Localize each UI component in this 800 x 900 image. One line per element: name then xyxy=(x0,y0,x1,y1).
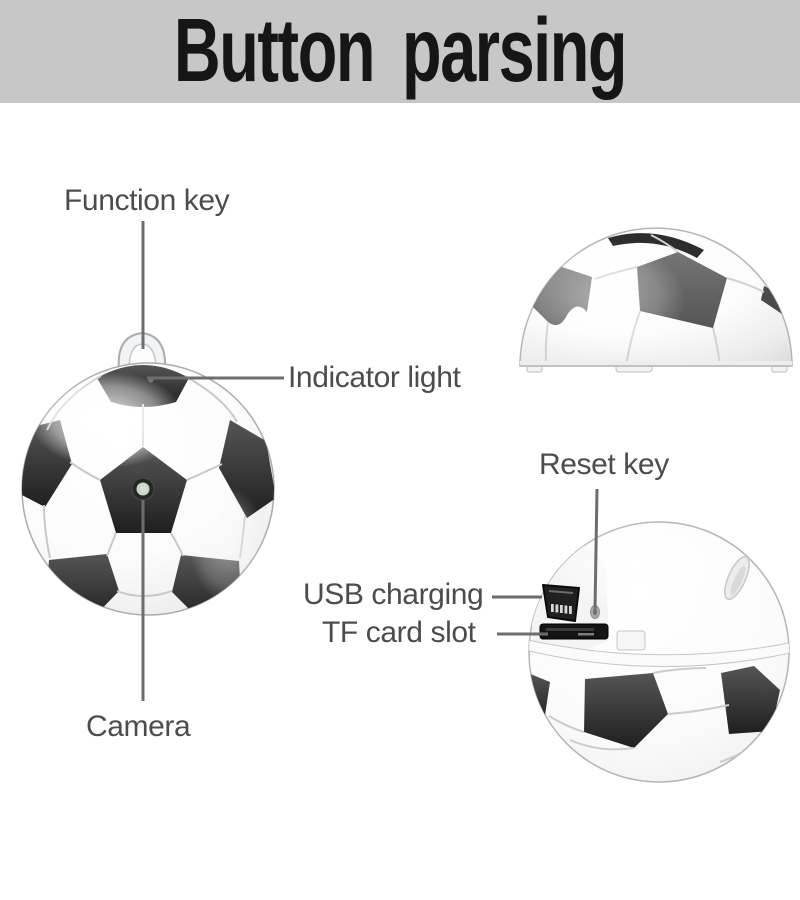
function-key-label: Function key xyxy=(64,184,230,217)
reset-key-label: Reset key xyxy=(539,448,669,481)
lid-rim xyxy=(529,639,789,668)
page-title: Button parsing xyxy=(173,1,628,101)
opened-ball-illustration xyxy=(528,521,790,783)
tf-card-slot-port xyxy=(539,623,609,640)
usb-charging-label: USB charging xyxy=(303,578,484,611)
camera-label: Camera xyxy=(86,710,191,743)
leader-lines xyxy=(141,221,599,701)
finger-notch xyxy=(724,555,750,601)
camera-lens xyxy=(131,477,155,501)
tf-card-slot-label: TF card slot xyxy=(322,616,476,649)
dome-half-ball-illustration xyxy=(519,227,793,373)
usb-port xyxy=(542,584,580,622)
title-banner: Button parsing xyxy=(0,0,800,103)
front-ball-illustration xyxy=(21,331,275,616)
reset-key-line xyxy=(593,488,599,611)
indicator-light-label: Indicator light xyxy=(288,361,461,394)
